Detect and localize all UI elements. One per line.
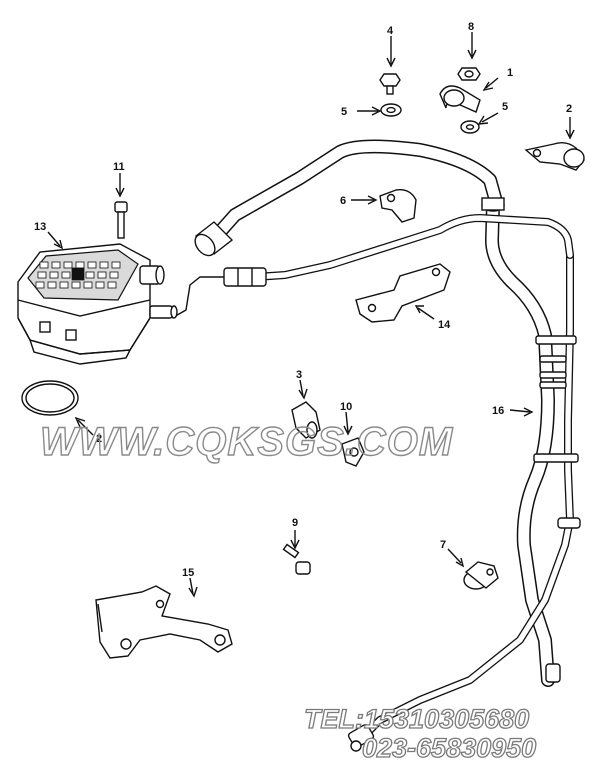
watermark-tel: TEL:15310305680 <box>304 704 529 734</box>
breather-tube <box>236 214 574 282</box>
callout-7: 7 <box>440 539 446 551</box>
washer-5a <box>380 103 402 117</box>
callout-13: 13 <box>34 221 46 233</box>
bottom-fitting <box>347 723 375 752</box>
bracket-14 <box>355 263 451 323</box>
elbow-connector <box>481 197 505 212</box>
watermark: WWW.CQKSGS.COM TEL:15310305680 023-65830… <box>39 419 537 763</box>
filter-housing <box>17 243 151 365</box>
bolt-11 <box>114 201 128 239</box>
callout-4: 4 <box>387 25 394 37</box>
watermark-phone: 023-65830950 <box>362 733 536 763</box>
fine-line <box>171 276 224 319</box>
callout-1: 1 <box>507 67 513 79</box>
callout-8: 8 <box>468 21 474 33</box>
callout-5-left: 5 <box>341 106 347 118</box>
callout-2-ring: 2 <box>96 433 102 445</box>
clamp-1 <box>439 85 481 113</box>
bracket-15 <box>95 585 233 659</box>
callout-10: 10 <box>340 401 352 413</box>
nut-8 <box>457 67 481 81</box>
callout-labels: 1 2 2 3 4 5 5 6 7 8 9 10 11 13 14 15 16 <box>34 21 572 579</box>
callout-2-top: 2 <box>566 103 572 115</box>
callout-16: 16 <box>492 405 504 417</box>
clamp-2 <box>524 141 585 171</box>
clamp-7 <box>463 561 499 590</box>
hose-cuff <box>194 221 234 257</box>
callout-15: 15 <box>182 567 194 579</box>
callout-3: 3 <box>296 369 302 381</box>
hose-16 <box>485 198 555 687</box>
watermark-site: WWW.CQKSGS.COM <box>40 420 454 464</box>
small-tube <box>356 251 574 744</box>
callout-9: 9 <box>292 517 298 529</box>
tube-fitting <box>223 267 267 287</box>
clip-10 <box>341 437 365 467</box>
hose-clamps <box>533 335 581 683</box>
callout-5-right: 5 <box>502 101 508 113</box>
fitting-3 <box>291 401 321 439</box>
leader-arrows <box>47 32 575 598</box>
o-ring <box>21 380 79 416</box>
screw-9 <box>282 543 311 575</box>
callout-11: 11 <box>113 161 125 173</box>
washer-5b <box>460 120 480 134</box>
bolt-4 <box>379 73 401 95</box>
callout-6: 6 <box>340 195 346 207</box>
filter-outlet <box>139 265 178 319</box>
callout-14: 14 <box>438 319 451 331</box>
main-hose <box>203 139 502 250</box>
filter-grid <box>35 261 121 289</box>
clamp-6 <box>379 189 417 223</box>
